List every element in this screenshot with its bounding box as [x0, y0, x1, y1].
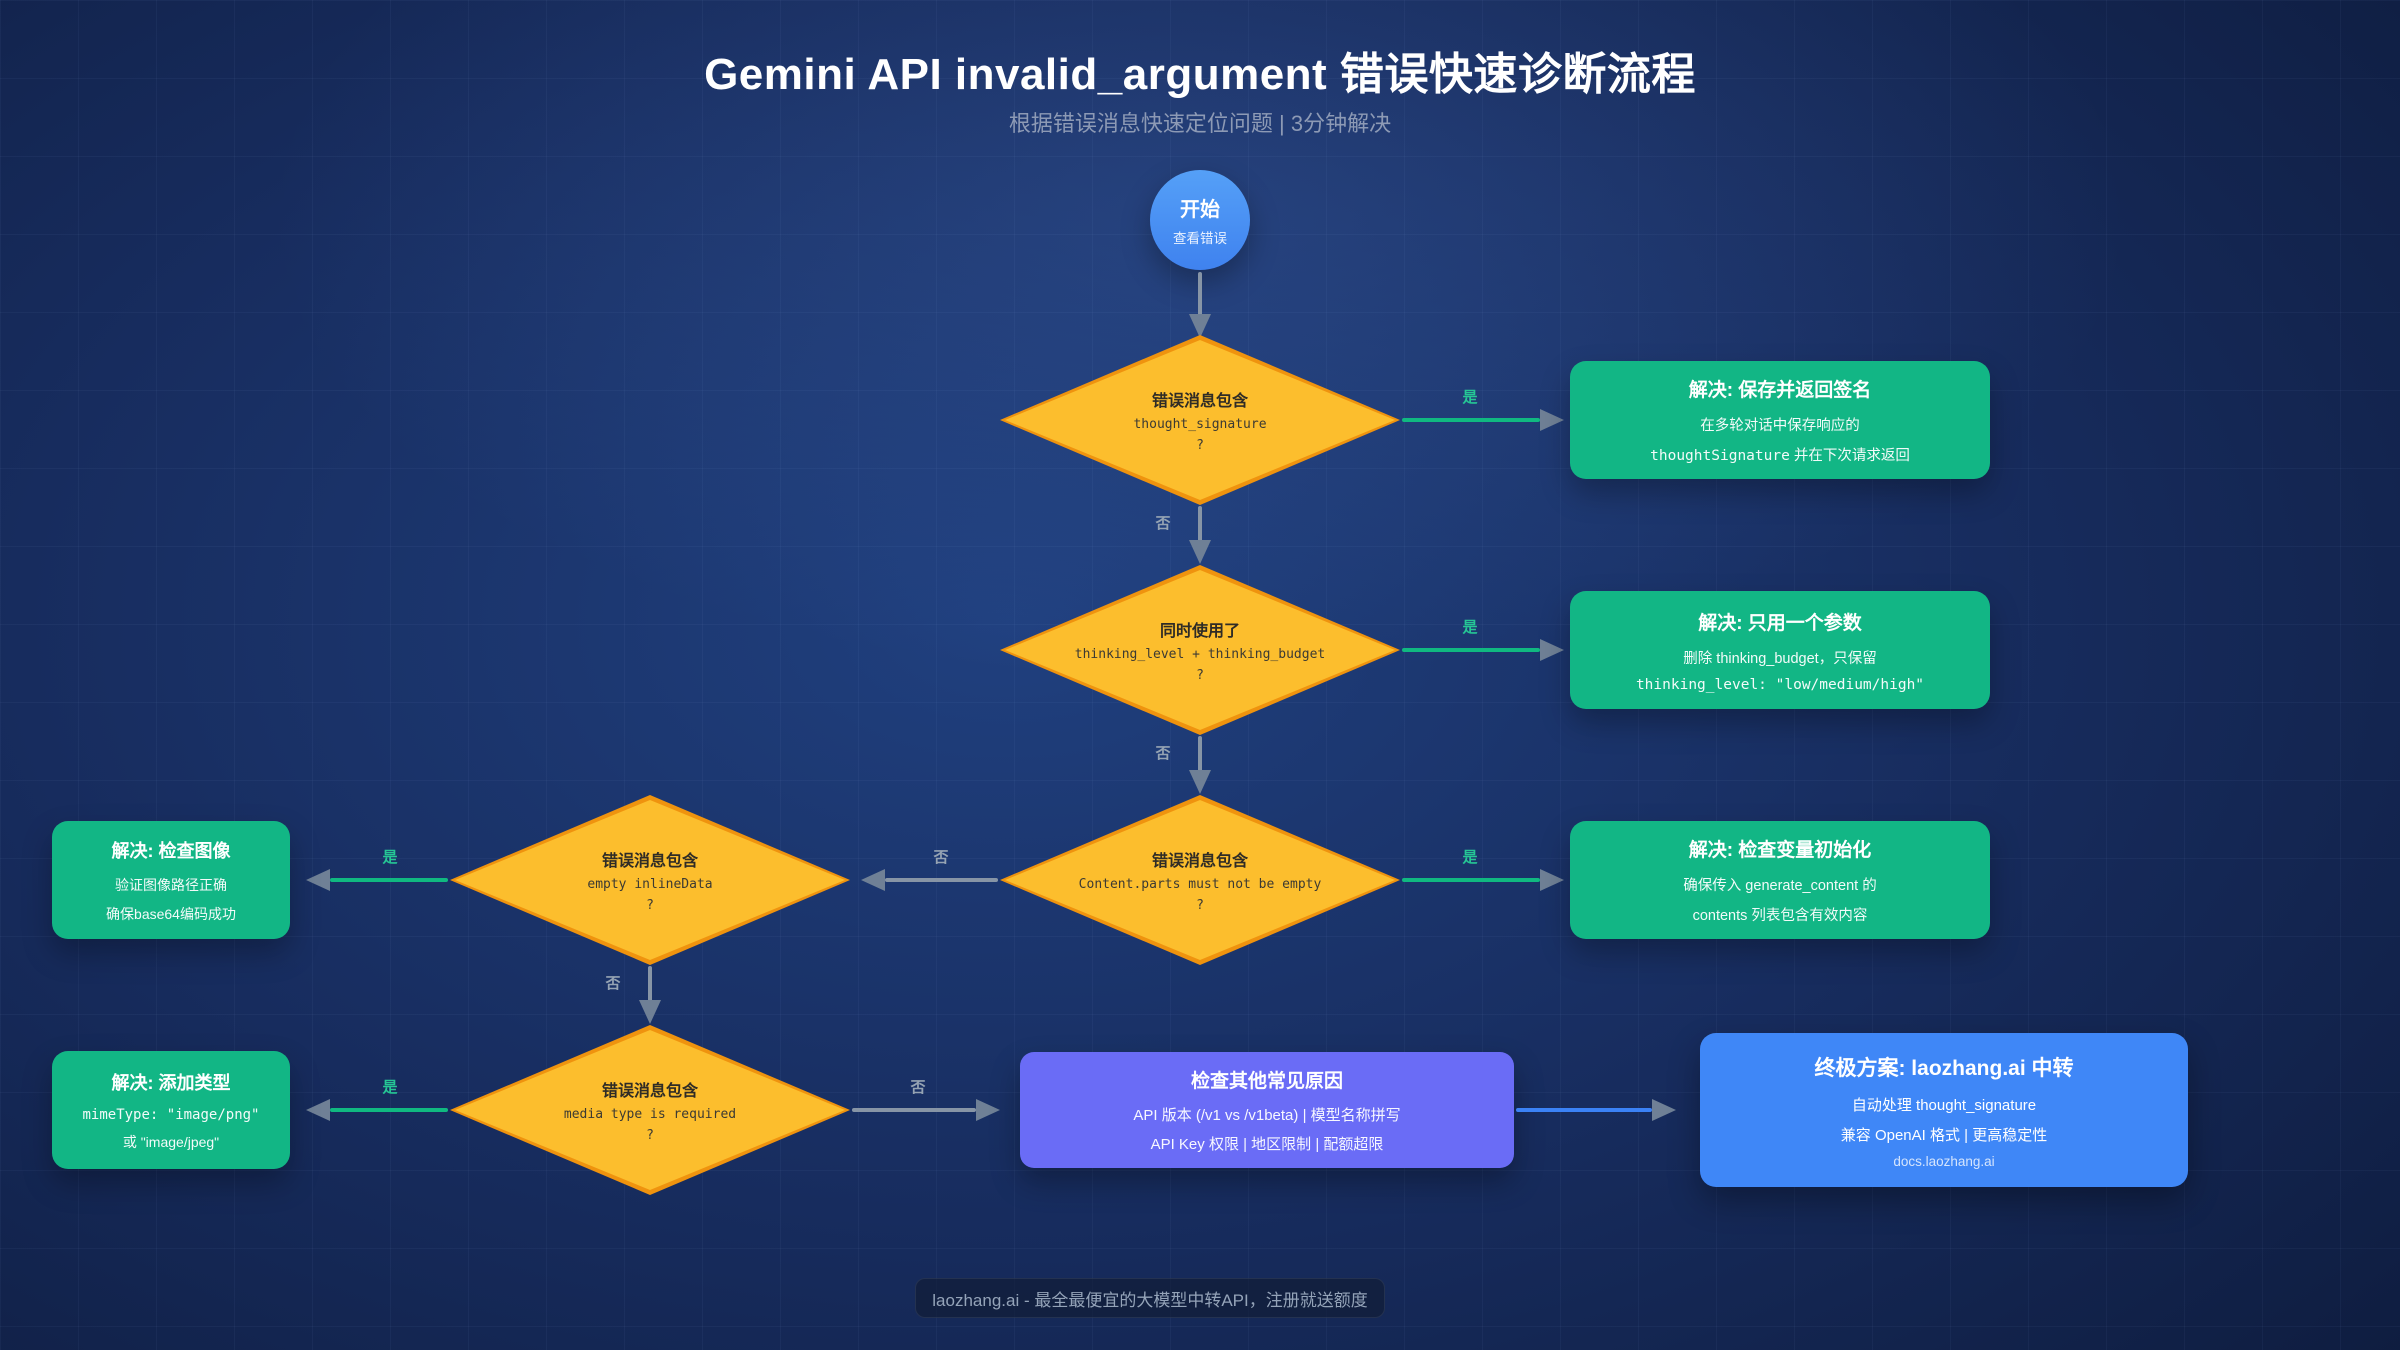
decision-question: ? [646, 1128, 654, 1143]
solution-code: thinking_level: "low/medium/high" [1635, 676, 1925, 693]
decision-content-parts-empty: 错误消息包含 Content.parts must not be empty ? [1000, 795, 1400, 965]
solution-line: 删除 thinking_budget，只保留 [1683, 650, 1877, 667]
decision-code: empty inlineData [587, 877, 713, 892]
branch-label-no: 否 [605, 975, 621, 992]
branch-label-no: 否 [933, 849, 949, 866]
decision-title: 同时使用了 [1159, 623, 1240, 640]
ultimate-solution-box: 终极方案: laozhang.ai 中转 自动处理 thought_signat… [1700, 1033, 2188, 1187]
solution-check-variable-init: 解决: 检查变量初始化 确保传入 generate_content 的 cont… [1570, 821, 1990, 939]
arrowhead-down-icon [1189, 770, 1211, 794]
solution-line: contents 列表包含有效内容 [1692, 908, 1868, 924]
decision-question: ? [1196, 898, 1204, 913]
branch-label-yes: 是 [1462, 389, 1478, 406]
arrowhead-right-icon [1540, 869, 1564, 891]
arrowhead-right-icon [976, 1099, 1000, 1121]
branch-label-yes: 是 [1462, 849, 1478, 866]
branch-label-no: 否 [1155, 515, 1171, 532]
start-sublabel: 查看错误 [1173, 231, 1227, 246]
decision-question: ? [646, 898, 654, 913]
other-causes-line: API 版本 (/v1 vs /v1beta) | 模型名称拼写 [1133, 1107, 1401, 1124]
footer-banner: laozhang.ai - 最全最便宜的大模型中转API，注册就送额度 [915, 1278, 1385, 1318]
solution-title: 解决: 添加类型 [111, 1072, 231, 1093]
page-subtitle: 根据错误消息快速定位问题 | 3分钟解决 [1008, 111, 1392, 136]
arrow-purple-to-blue [1516, 1108, 1652, 1112]
decision-title: 错误消息包含 [601, 1083, 698, 1100]
start-node: 开始 查看错误 [1150, 170, 1250, 270]
branch-label-no: 否 [910, 1079, 926, 1096]
arrowhead-down-icon [1189, 540, 1211, 564]
arrowhead-right-icon [1652, 1099, 1676, 1121]
ultimate-line: 兼容 OpenAI 格式 | 更高稳定性 [1840, 1126, 2048, 1144]
decision-empty-inlinedata: 错误消息包含 empty inlineData ? [450, 795, 850, 965]
arrow-start-to-d1 [1198, 272, 1202, 316]
arrow-d3-yes [1402, 878, 1540, 882]
ultimate-line: 自动处理 thought_signature [1851, 1096, 2037, 1114]
solution-line: 确保传入 generate_content 的 [1683, 878, 1877, 894]
arrow-d5-yes [330, 1108, 448, 1112]
solution-line: 并在下次请求返回 [1789, 448, 1910, 464]
decision-title: 错误消息包含 [601, 853, 698, 870]
decision-question: ? [1196, 668, 1204, 683]
solution-add-mime-type: 解决: 添加类型 mimeType: "image/png" 或 "image/… [52, 1051, 290, 1169]
arrow-d2-no [1198, 736, 1202, 772]
solution-line: 在多轮对话中保存响应的 [1700, 418, 1860, 434]
start-label: 开始 [1180, 199, 1220, 221]
branch-label-no: 否 [1155, 745, 1171, 762]
other-causes-box: 检查其他常见原因 API 版本 (/v1 vs /v1beta) | 模型名称拼… [1020, 1052, 1514, 1168]
arrow-d4-no [648, 966, 652, 1002]
arrowhead-right-icon [1540, 409, 1564, 431]
other-causes-line: API Key 权限 | 地区限制 | 配额超限 [1150, 1136, 1384, 1153]
solution-code: thoughtSignature [1650, 448, 1790, 464]
solution-title: 解决: 保存并返回签名 [1688, 380, 1872, 401]
solution-title: 解决: 检查变量初始化 [1688, 840, 1872, 861]
arrow-d1-yes [1402, 418, 1540, 422]
solution-check-image: 解决: 检查图像 验证图像路径正确 确保base64编码成功 [52, 821, 290, 939]
solution-title: 解决: 检查图像 [111, 840, 231, 861]
decision-title: 错误消息包含 [1151, 853, 1248, 870]
decision-code: Content.parts must not be empty [1078, 877, 1322, 892]
solution-single-param: 解决: 只用一个参数 删除 thinking_budget，只保留 thinki… [1570, 591, 1990, 709]
decision-question: ? [1196, 438, 1204, 453]
arrowhead-left-icon [306, 869, 330, 891]
arrowhead-left-icon [306, 1099, 330, 1121]
branch-label-yes: 是 [382, 849, 398, 866]
decision-code: media type is required [563, 1107, 737, 1122]
ultimate-docs-link: docs.laozhang.ai [1893, 1153, 1995, 1169]
branch-label-yes: 是 [1462, 619, 1478, 636]
arrow-d5-no [852, 1108, 976, 1112]
arrowhead-down-icon [639, 1000, 661, 1024]
branch-label-yes: 是 [382, 1079, 398, 1096]
arrowhead-down-icon [1189, 314, 1211, 338]
solution-save-signature: 解决: 保存并返回签名 在多轮对话中保存响应的 thoughtSignature… [1570, 361, 1990, 479]
decision-thought-signature: 错误消息包含 thought_signature ? [1000, 335, 1400, 505]
decision-thinking-level-budget: 同时使用了 thinking_level + thinking_budget ? [1000, 565, 1400, 735]
arrowhead-left-icon [861, 869, 885, 891]
solution-code: mimeType: "image/png" [82, 1106, 260, 1123]
arrow-d2-yes [1402, 648, 1540, 652]
other-causes-title: 检查其他常见原因 [1190, 1071, 1343, 1092]
arrow-d3-no [885, 878, 998, 882]
solution-line: 验证图像路径正确 [115, 876, 227, 893]
arrow-d4-yes [330, 878, 448, 882]
solution-title: 解决: 只用一个参数 [1698, 612, 1862, 634]
decision-code: thought_signature [1133, 417, 1267, 432]
ultimate-title: 终极方案: laozhang.ai 中转 [1814, 1056, 2074, 1080]
decision-media-type-required: 错误消息包含 media type is required ? [450, 1025, 850, 1195]
solution-line: 确保base64编码成功 [106, 905, 236, 922]
decision-code: thinking_level + thinking_budget [1074, 647, 1326, 662]
arrowhead-right-icon [1540, 639, 1564, 661]
footer-text: laozhang.ai - 最全最便宜的大模型中转API，注册就送额度 [932, 1290, 1368, 1310]
arrow-d1-no [1198, 506, 1202, 542]
solution-line: 或 "image/jpeg" [122, 1133, 220, 1150]
decision-title: 错误消息包含 [1151, 393, 1248, 410]
page-title: Gemini API invalid_argument 错误快速诊断流程 [704, 50, 1696, 99]
